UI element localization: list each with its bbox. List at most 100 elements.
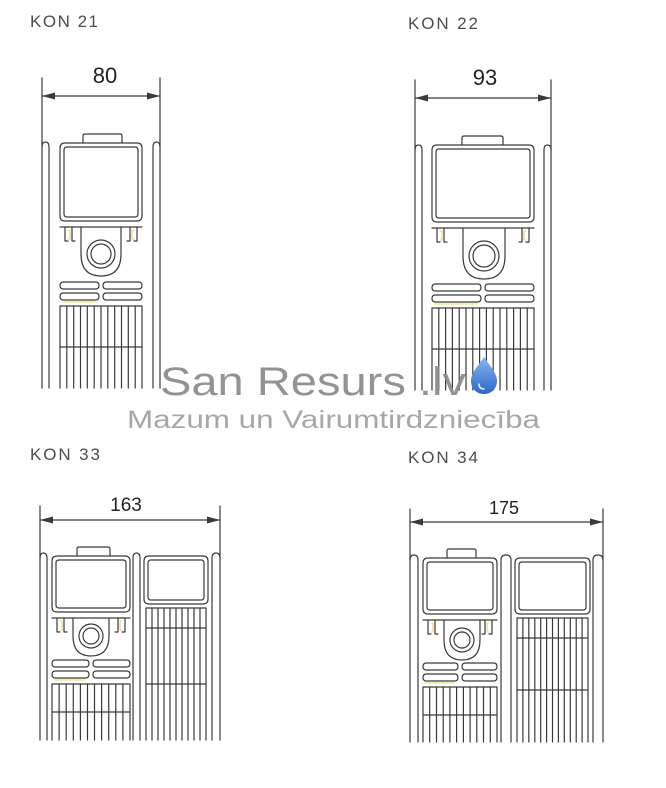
bracket-tooth — [488, 619, 493, 635]
top-cover — [431, 144, 535, 223]
top-cover-inner-edge — [426, 561, 494, 611]
bracket-tooth — [56, 617, 61, 633]
mounting-ring-outer — [86, 239, 116, 269]
top-cap — [76, 546, 111, 557]
bracket-tooth — [63, 617, 68, 633]
bracket-tooth — [114, 617, 119, 633]
top-cover — [59, 142, 143, 222]
bracket-tooth — [481, 619, 486, 635]
radiator-profile-kon-21 — [41, 77, 161, 389]
bracket-tooth — [436, 227, 441, 243]
mounting-bracket — [72, 617, 110, 657]
top-cap — [461, 135, 504, 146]
convector-bar — [92, 670, 131, 679]
profile-label-kon-33: KON 33 — [30, 445, 100, 464]
convector-bar — [484, 283, 535, 292]
mounting-ring-outer — [78, 623, 104, 649]
side-cover-inner-edge — [147, 559, 205, 601]
convector-bar — [461, 662, 498, 671]
panel-plate-left — [409, 554, 419, 743]
side-cover — [143, 555, 209, 605]
bracket-tooth — [64, 226, 69, 242]
arrowhead-left — [415, 94, 428, 102]
convector-bar — [461, 673, 498, 682]
top-cover-inner-edge — [435, 148, 531, 219]
profile-label-kon-21: KON 21 — [30, 12, 98, 31]
water-drop-icon — [471, 357, 497, 394]
bracket-tooth — [443, 227, 448, 243]
bracket-tooth — [121, 617, 126, 633]
arrowhead-left — [410, 518, 423, 526]
watermark: San Resurs .lv Mazum un Vairumtirdzniecī… — [127, 357, 540, 434]
convector-bar — [102, 292, 143, 301]
arrowhead-left — [42, 92, 55, 100]
profile-label-kon-22: KON 22 — [408, 14, 478, 33]
bracket-tooth — [126, 226, 131, 242]
top-cap — [446, 548, 477, 559]
convector-bar — [484, 294, 535, 303]
mounting-ring-inner — [90, 243, 112, 265]
watermark-tagline: Mazum un Vairumtirdzniecība — [127, 406, 540, 434]
convector-bar — [59, 281, 100, 290]
dimension-value-kon-33: 163 — [110, 495, 142, 516]
highlight-mark — [430, 622, 434, 633]
convector-bar — [422, 662, 459, 671]
mounting-ring-inner — [453, 631, 471, 649]
convector-bar — [431, 283, 482, 292]
highlight-mark — [486, 622, 490, 633]
top-cover — [51, 555, 131, 613]
highlight-mark — [523, 230, 527, 241]
highlight-mark — [59, 620, 63, 631]
bracket-tooth — [518, 227, 523, 243]
arrowhead-right — [538, 94, 551, 102]
top-cover-inner-edge — [55, 559, 127, 609]
bracket-tooth — [133, 226, 138, 242]
mounting-ring-inner — [82, 627, 100, 645]
top-cover-inner-edge — [63, 146, 139, 218]
panel-plate-left — [41, 141, 50, 389]
radiator-profile-kon-34 — [409, 508, 604, 743]
convector-bar — [431, 294, 482, 303]
panel-plate-right — [543, 144, 552, 391]
mounting-bracket — [80, 226, 122, 277]
bracket-tooth — [434, 619, 439, 635]
water-drop-highlight — [478, 383, 485, 390]
arrowhead-right — [147, 92, 160, 100]
dimension-value-kon-34: 175 — [489, 498, 519, 518]
radiator-profile-kon-33 — [39, 505, 221, 741]
panel-plate-left — [39, 552, 48, 741]
side-cover-inner-edge — [518, 561, 587, 611]
panel-plate-middle — [500, 554, 512, 743]
bracket-tooth — [71, 226, 76, 242]
convector-bar — [51, 670, 90, 679]
panel-plate-left — [414, 144, 423, 391]
arrowhead-right — [590, 518, 603, 526]
side-cover — [514, 557, 591, 615]
bracket-tooth — [525, 227, 530, 243]
bracket-tooth — [427, 619, 432, 635]
panel-plate-right — [152, 141, 161, 389]
panel-plate-middle — [132, 552, 141, 741]
mounting-ring-inner — [472, 244, 496, 268]
top-cover — [422, 557, 498, 615]
highlight-mark — [131, 229, 135, 240]
top-cap — [82, 133, 123, 144]
convector-bar — [92, 659, 131, 668]
convector-bar — [102, 281, 143, 290]
highlight-mark — [439, 230, 443, 241]
dimension-value-kon-22: 93 — [473, 65, 497, 90]
highlight-mark — [119, 620, 123, 631]
radiator-profile-kon-22 — [414, 79, 552, 391]
mounting-ring-outer — [468, 240, 500, 272]
profile-label-kon-34: KON 34 — [408, 448, 478, 467]
convector-bar — [59, 292, 100, 301]
panel-plate-right — [592, 554, 604, 743]
mounting-bracket — [443, 619, 481, 661]
convector-bar — [51, 659, 90, 668]
highlight-mark — [67, 229, 71, 240]
mounting-ring-outer — [449, 627, 475, 653]
dimension-value-kon-21: 80 — [93, 63, 117, 88]
arrowhead-right — [207, 516, 220, 524]
convector-bar — [422, 673, 459, 682]
